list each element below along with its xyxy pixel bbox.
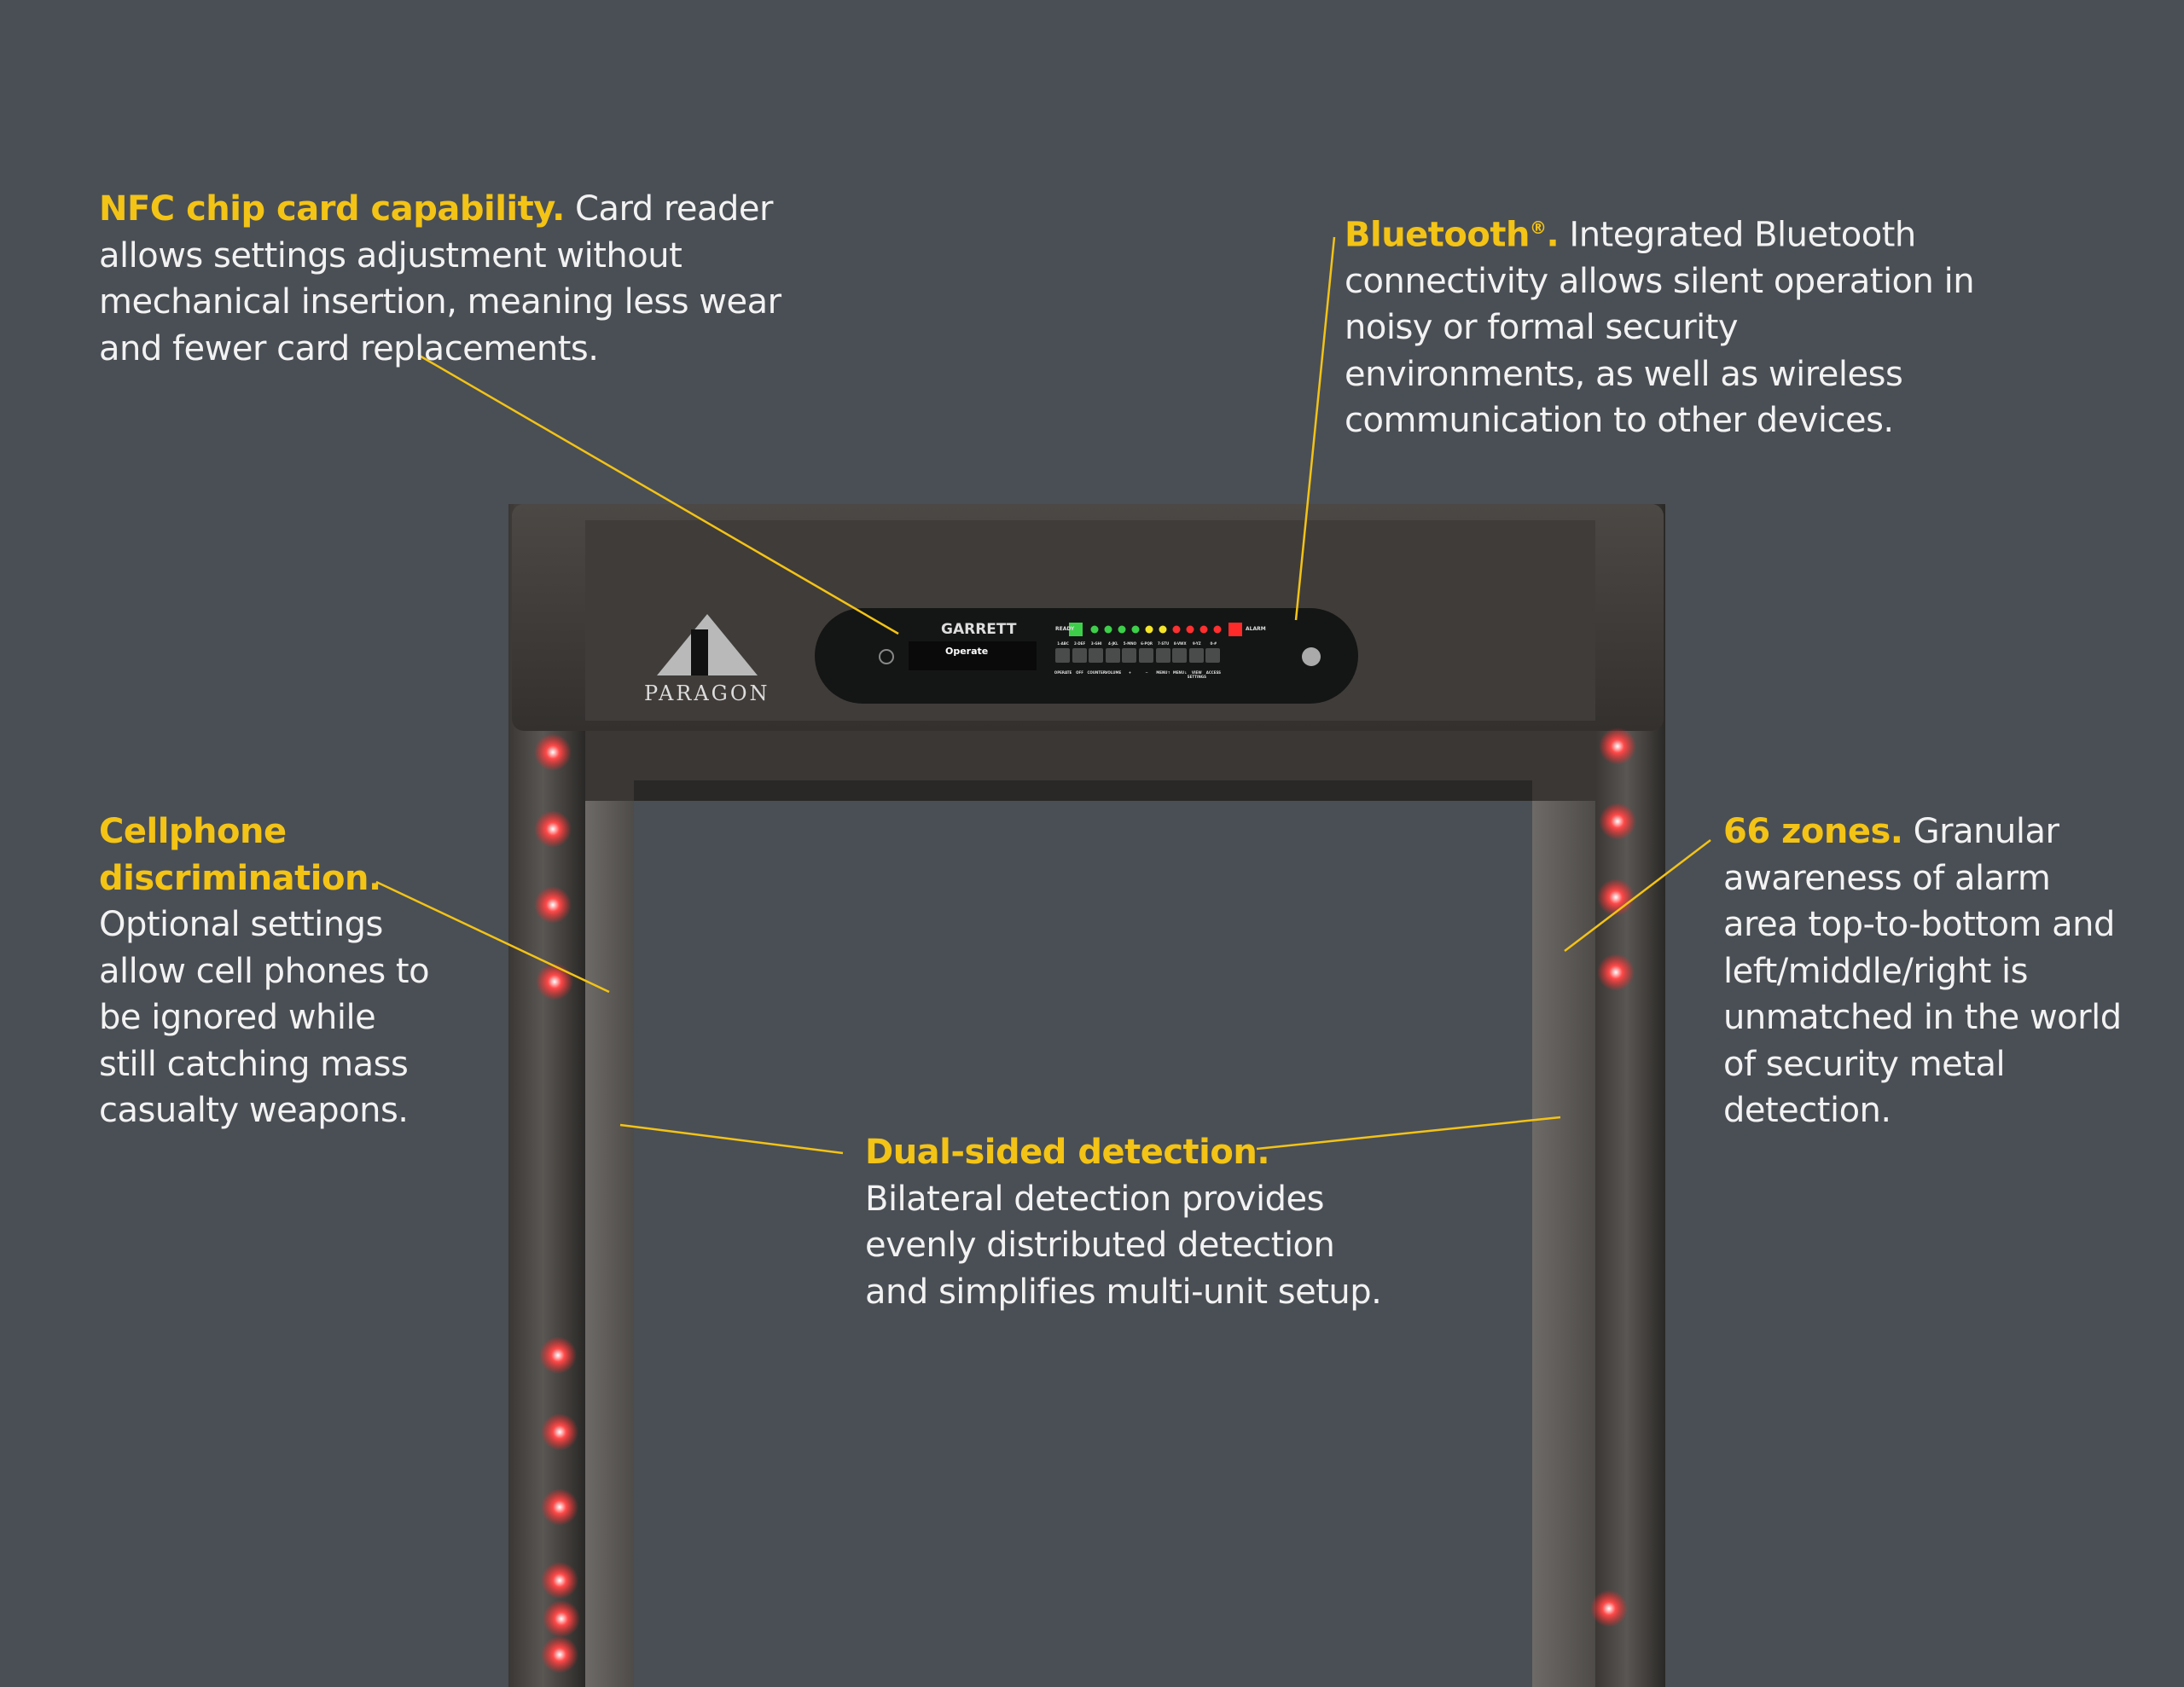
zone-led	[1599, 803, 1636, 840]
key-code-label: 4-JKL	[1108, 641, 1118, 646]
registered-mark: ®	[1529, 217, 1547, 238]
bluetooth-title: Bluetooth	[1345, 215, 1530, 255]
zones-body: Granular awareness of alarm area top-to-…	[1723, 812, 2122, 1130]
zone-led	[534, 810, 572, 848]
paragon-logo	[657, 614, 758, 675]
key-code-label: 9-YZ	[1192, 641, 1201, 646]
key-function-label: OPERATE	[1054, 670, 1072, 675]
zone-led	[1590, 1590, 1628, 1627]
level-led	[1090, 625, 1099, 634]
zone-led	[541, 1636, 578, 1673]
key-code-label: 7-STU	[1157, 641, 1170, 646]
key-function-label: OFF	[1076, 670, 1084, 675]
nfc-callout-line	[417, 353, 899, 635]
keypad-button[interactable]	[1172, 648, 1188, 663]
ready-label: READY	[1055, 626, 1075, 632]
dual-callout: Dual-sided detection. Bilateral detectio…	[865, 1129, 1394, 1315]
zone-led	[534, 733, 572, 771]
key-function-label: −	[1145, 670, 1148, 675]
key-function-label: MENU↓	[1172, 670, 1188, 675]
nfc-body: Card reader allows settings adjustment w…	[99, 189, 781, 368]
zones-callout: 66 zones. Granular awareness of alarm ar…	[1723, 809, 2124, 1134]
level-led	[1172, 625, 1181, 634]
key-code-label: 6-PQR	[1141, 641, 1153, 646]
key-code-label: 5-MNO	[1123, 641, 1136, 646]
keypad-button[interactable]	[1188, 648, 1204, 663]
ready-indicator	[1069, 623, 1083, 636]
key-code-label: 2-DEF	[1073, 641, 1086, 646]
zone-led	[534, 886, 572, 924]
keypad-button[interactable]	[1055, 648, 1070, 663]
keypad-button[interactable]	[1205, 648, 1221, 663]
nfc-callout: NFC chip card capability. Card reader al…	[99, 186, 850, 372]
zone-led	[541, 1413, 578, 1451]
dual-callout-line-right	[1256, 1116, 1561, 1151]
cellphone-callout-line	[375, 880, 610, 994]
cellphone-title: Cellphone discrimination.	[99, 812, 381, 898]
key-code-label: 3-GHI	[1090, 641, 1102, 646]
keypad-button[interactable]	[1105, 648, 1120, 663]
bluetooth-callout: Bluetooth®. Integrated Bluetooth connect…	[1345, 205, 1976, 444]
zones-callout-line	[1564, 839, 1711, 952]
level-led	[1118, 625, 1126, 634]
key-function-label: VOLUME	[1105, 670, 1122, 675]
key-function-label: +	[1128, 670, 1132, 675]
dual-callout-line-left	[619, 1123, 844, 1155]
key-lock-icon	[1302, 647, 1321, 666]
level-led	[1186, 625, 1194, 634]
zone-led	[541, 1562, 578, 1599]
zones-title: 66 zones.	[1723, 812, 1903, 851]
level-led	[1145, 625, 1153, 634]
keypad-button[interactable]	[1122, 648, 1137, 663]
zone-led	[1597, 878, 1635, 916]
level-led	[1213, 625, 1222, 634]
paragon-logo-text: PARAGON	[644, 681, 770, 705]
level-led	[1159, 625, 1167, 634]
keypad-button[interactable]	[1139, 648, 1153, 663]
callout-lines	[375, 236, 1711, 1155]
dual-title: Dual-sided detection.	[865, 1133, 1270, 1172]
zone-led	[541, 1488, 578, 1526]
zone-led	[543, 1600, 580, 1638]
zone-led	[1597, 954, 1635, 991]
bluetooth-title-dot: .	[1546, 215, 1560, 255]
garrett-brand: GARRETT	[941, 621, 1017, 638]
key-code-label: 8-VWX	[1173, 641, 1187, 646]
bluetooth-body: Integrated Bluetooth connectivity allows…	[1345, 215, 1975, 441]
keypad-button[interactable]	[1089, 648, 1104, 663]
bluetooth-callout-line	[1294, 236, 1336, 621]
alarm-zone-leds	[534, 728, 1636, 1673]
cellphone-body: Optional settings allow cell phones to b…	[99, 905, 430, 1130]
level-led	[1199, 625, 1208, 634]
key-code-label: 0-#	[1210, 641, 1217, 646]
zone-led	[536, 963, 573, 1000]
panel-display: Operate	[945, 646, 989, 657]
key-code-label: 1-ABC	[1057, 641, 1069, 646]
level-led	[1131, 625, 1140, 634]
keypad-button[interactable]	[1072, 648, 1087, 663]
keypad-button[interactable]	[1155, 648, 1170, 663]
alarm-label: ALARM	[1246, 626, 1266, 632]
key-function-label: MENU↑	[1156, 670, 1170, 675]
panel-status-leds	[1069, 623, 1242, 636]
nfc-title: NFC chip card capability.	[99, 189, 565, 229]
alarm-indicator	[1228, 623, 1242, 636]
key-function-label: VIEW SETTINGS	[1187, 670, 1206, 679]
zone-led	[1599, 728, 1636, 765]
key-function-label: ACCESS	[1205, 670, 1222, 675]
cellphone-callout: Cellphone discrimination. Optional setti…	[99, 809, 440, 1134]
nfc-contactless-icon	[879, 649, 894, 664]
key-function-label: COUNTER	[1087, 670, 1106, 675]
zone-led	[539, 1336, 577, 1374]
dual-body: Bilateral detection provides evenly dist…	[865, 1179, 1382, 1312]
level-led	[1104, 625, 1112, 634]
